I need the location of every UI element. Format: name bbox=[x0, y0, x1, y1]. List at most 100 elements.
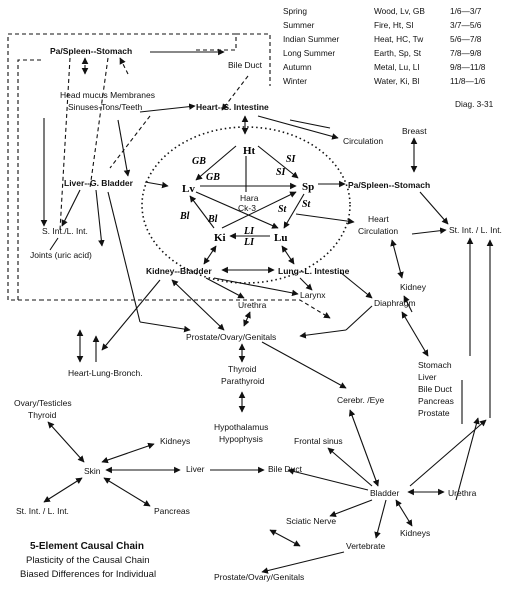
dashed-spleen-liver bbox=[89, 57, 109, 189]
arrow-diaphragm-stomach bbox=[401, 311, 429, 357]
season-element: Metal, Lu, LI bbox=[374, 62, 420, 72]
arrow-ki-sp bbox=[221, 191, 297, 229]
node-bile-duct-low: Bile Duct bbox=[268, 464, 303, 474]
cycle-ck3: Ck-3 bbox=[238, 203, 256, 213]
node-thyroid-left: Thyroid bbox=[28, 410, 57, 420]
cycle-gb-inner: GB bbox=[206, 172, 220, 183]
arrow-liver-joints bbox=[95, 189, 105, 247]
arrow-kidney-larynx bbox=[213, 277, 299, 297]
dashed-spleen-head2 bbox=[119, 57, 129, 75]
node-kidney-bladder: Kidney--Bladder bbox=[146, 266, 212, 276]
season-row: Autumn Metal, Lu, LI 9/8—11/8 bbox=[283, 62, 486, 72]
dashed-bileduct-heart bbox=[221, 75, 249, 111]
node-pa-spleen-stomach-right: Pa/Spleen--Stomach bbox=[348, 180, 430, 190]
season-dates: 5/6—7/8 bbox=[450, 34, 482, 44]
list-item: Prostate bbox=[418, 408, 450, 418]
node-larynx: Larynx bbox=[300, 290, 326, 300]
cycle-ht: Ht bbox=[243, 145, 256, 157]
node-bladder-low: Bladder bbox=[370, 488, 399, 498]
node-joints: Joints (uric acid) bbox=[30, 250, 92, 260]
node-urethra-mid: Urethra bbox=[238, 300, 267, 310]
dashed-head-liver bbox=[109, 115, 151, 169]
list-item: Pancreas bbox=[418, 396, 454, 406]
line-liver-prostate bbox=[107, 191, 141, 323]
node-heart-lung-bronch: Heart-Lung-Bronch. bbox=[68, 368, 143, 378]
cycle-lu: Lu bbox=[274, 232, 287, 244]
season-row: Summer Fire, Ht, SI 3/7—5/6 bbox=[283, 20, 482, 30]
cycle-st-inner: St bbox=[278, 204, 288, 215]
node-thyroid: Thyroid bbox=[228, 364, 257, 374]
node-sinuses: Sinuses-Tons/Teeth bbox=[68, 102, 142, 112]
node-vertebrate: Vertebrate bbox=[346, 541, 385, 551]
arrow-spleen-stint bbox=[419, 191, 449, 225]
season-dates: 3/7—5/6 bbox=[450, 20, 482, 30]
arrow-kidney-prostate bbox=[171, 279, 225, 331]
node-kidney-right: Kidney bbox=[400, 282, 427, 292]
season-name: Summer bbox=[283, 20, 315, 30]
season-element: Earth, Sp, St bbox=[374, 48, 422, 58]
arrow-ovary-skin bbox=[47, 421, 85, 463]
season-table: Spring Wood, Lv, GB 1/6—3/7 Summer Fire,… bbox=[283, 6, 486, 86]
season-name: Winter bbox=[283, 76, 307, 86]
cycle-gb-upper: GB bbox=[192, 156, 206, 167]
cycle-bl-inner: Bl bbox=[207, 214, 218, 225]
node-circulation-right: Circulation bbox=[358, 226, 398, 236]
season-dates: 9/8—11/8 bbox=[450, 62, 486, 72]
line-si-joints bbox=[49, 237, 59, 251]
node-sciatic-nerve: Sciatic Nerve bbox=[286, 516, 336, 526]
season-dates: 7/8—9/8 bbox=[450, 48, 482, 58]
arrow-bladder-kidneys bbox=[395, 499, 413, 527]
arrow-liver-lv bbox=[144, 181, 169, 189]
arrow-to-prostate bbox=[139, 321, 191, 333]
node-kidneys-left: Kidneys bbox=[160, 436, 190, 446]
arrow-circ-kidney bbox=[390, 239, 404, 279]
node-breast: Breast bbox=[402, 126, 427, 136]
season-name: Indian Summer bbox=[283, 34, 339, 44]
node-diaphragm: Diaphragm bbox=[374, 298, 416, 308]
arrow-sciatic-left bbox=[269, 529, 301, 547]
node-bile-duct-top: Bile Duct bbox=[228, 60, 263, 70]
node-s-int-l-int-left: S. Int./L. Int. bbox=[42, 226, 88, 236]
arrow-urethra-up bbox=[455, 417, 480, 501]
node-heart-s-intestine: Heart--S. Intestine bbox=[196, 102, 269, 112]
cycle-si-inner: SI bbox=[276, 167, 287, 178]
inner-five-element-cycle: Ht Lv Sp Ki Lu Hara Ck-3 GB GB SI SI Bl … bbox=[141, 126, 351, 284]
node-kidneys-low: Kidneys bbox=[400, 528, 430, 538]
node-hypothalamus: Hypothalamus bbox=[214, 422, 268, 432]
season-name: Autumn bbox=[283, 62, 312, 72]
season-name: Long Summer bbox=[283, 48, 335, 58]
caption-line3: Biased Differences for Individual bbox=[20, 569, 156, 580]
node-liver-g-bladder: Liver--G. Bladder bbox=[64, 178, 134, 188]
node-pa-spleen-stomach-top: Pa/Spleen--Stomach bbox=[50, 46, 132, 56]
arrow-ht-sp bbox=[257, 145, 299, 179]
season-dates: 1/6—3/7 bbox=[450, 6, 482, 16]
arrow-lv-ki bbox=[189, 195, 215, 229]
arrow-circ-stint bbox=[411, 227, 447, 235]
list-item: Bile Duct bbox=[418, 384, 453, 394]
list-item: Liver bbox=[418, 372, 437, 382]
arrow-ki-kidney bbox=[203, 245, 217, 265]
cycle-si-upper: SI bbox=[286, 154, 297, 165]
dashed-frame-inner bbox=[17, 59, 42, 300]
arrow-bladder-vertebrate bbox=[374, 499, 387, 539]
season-name: Spring bbox=[283, 6, 307, 16]
node-hypophysis: Hypophysis bbox=[219, 434, 263, 444]
line-heart-circ2 bbox=[289, 119, 331, 129]
dashed-spleen-si bbox=[59, 57, 71, 231]
arrow-lung-diaphragm bbox=[339, 271, 373, 299]
node-skin: Skin bbox=[84, 466, 101, 476]
season-row: Long Summer Earth, Sp, St 7/8—9/8 bbox=[283, 48, 482, 58]
arrow-bladder-stomach bbox=[409, 419, 487, 487]
node-liver-low: Liver bbox=[186, 464, 205, 474]
arrow-kidney-heartlung bbox=[101, 279, 161, 351]
cycle-lv: Lv bbox=[182, 183, 195, 195]
arrow-skin-pancreas bbox=[103, 477, 151, 507]
node-urethra-low: Urethra bbox=[448, 488, 477, 498]
arrow-bladder-sciatic bbox=[329, 499, 373, 517]
season-element: Heat, HC, Tw bbox=[374, 34, 424, 44]
cycle-sp: Sp bbox=[302, 181, 314, 193]
caption-line2: Plasticity of the Causal Chain bbox=[26, 555, 150, 566]
arrow-to-prostate-right bbox=[299, 329, 347, 339]
cycle-hara: Hara bbox=[240, 193, 259, 203]
arrow-prostate-cerebr bbox=[261, 341, 347, 389]
